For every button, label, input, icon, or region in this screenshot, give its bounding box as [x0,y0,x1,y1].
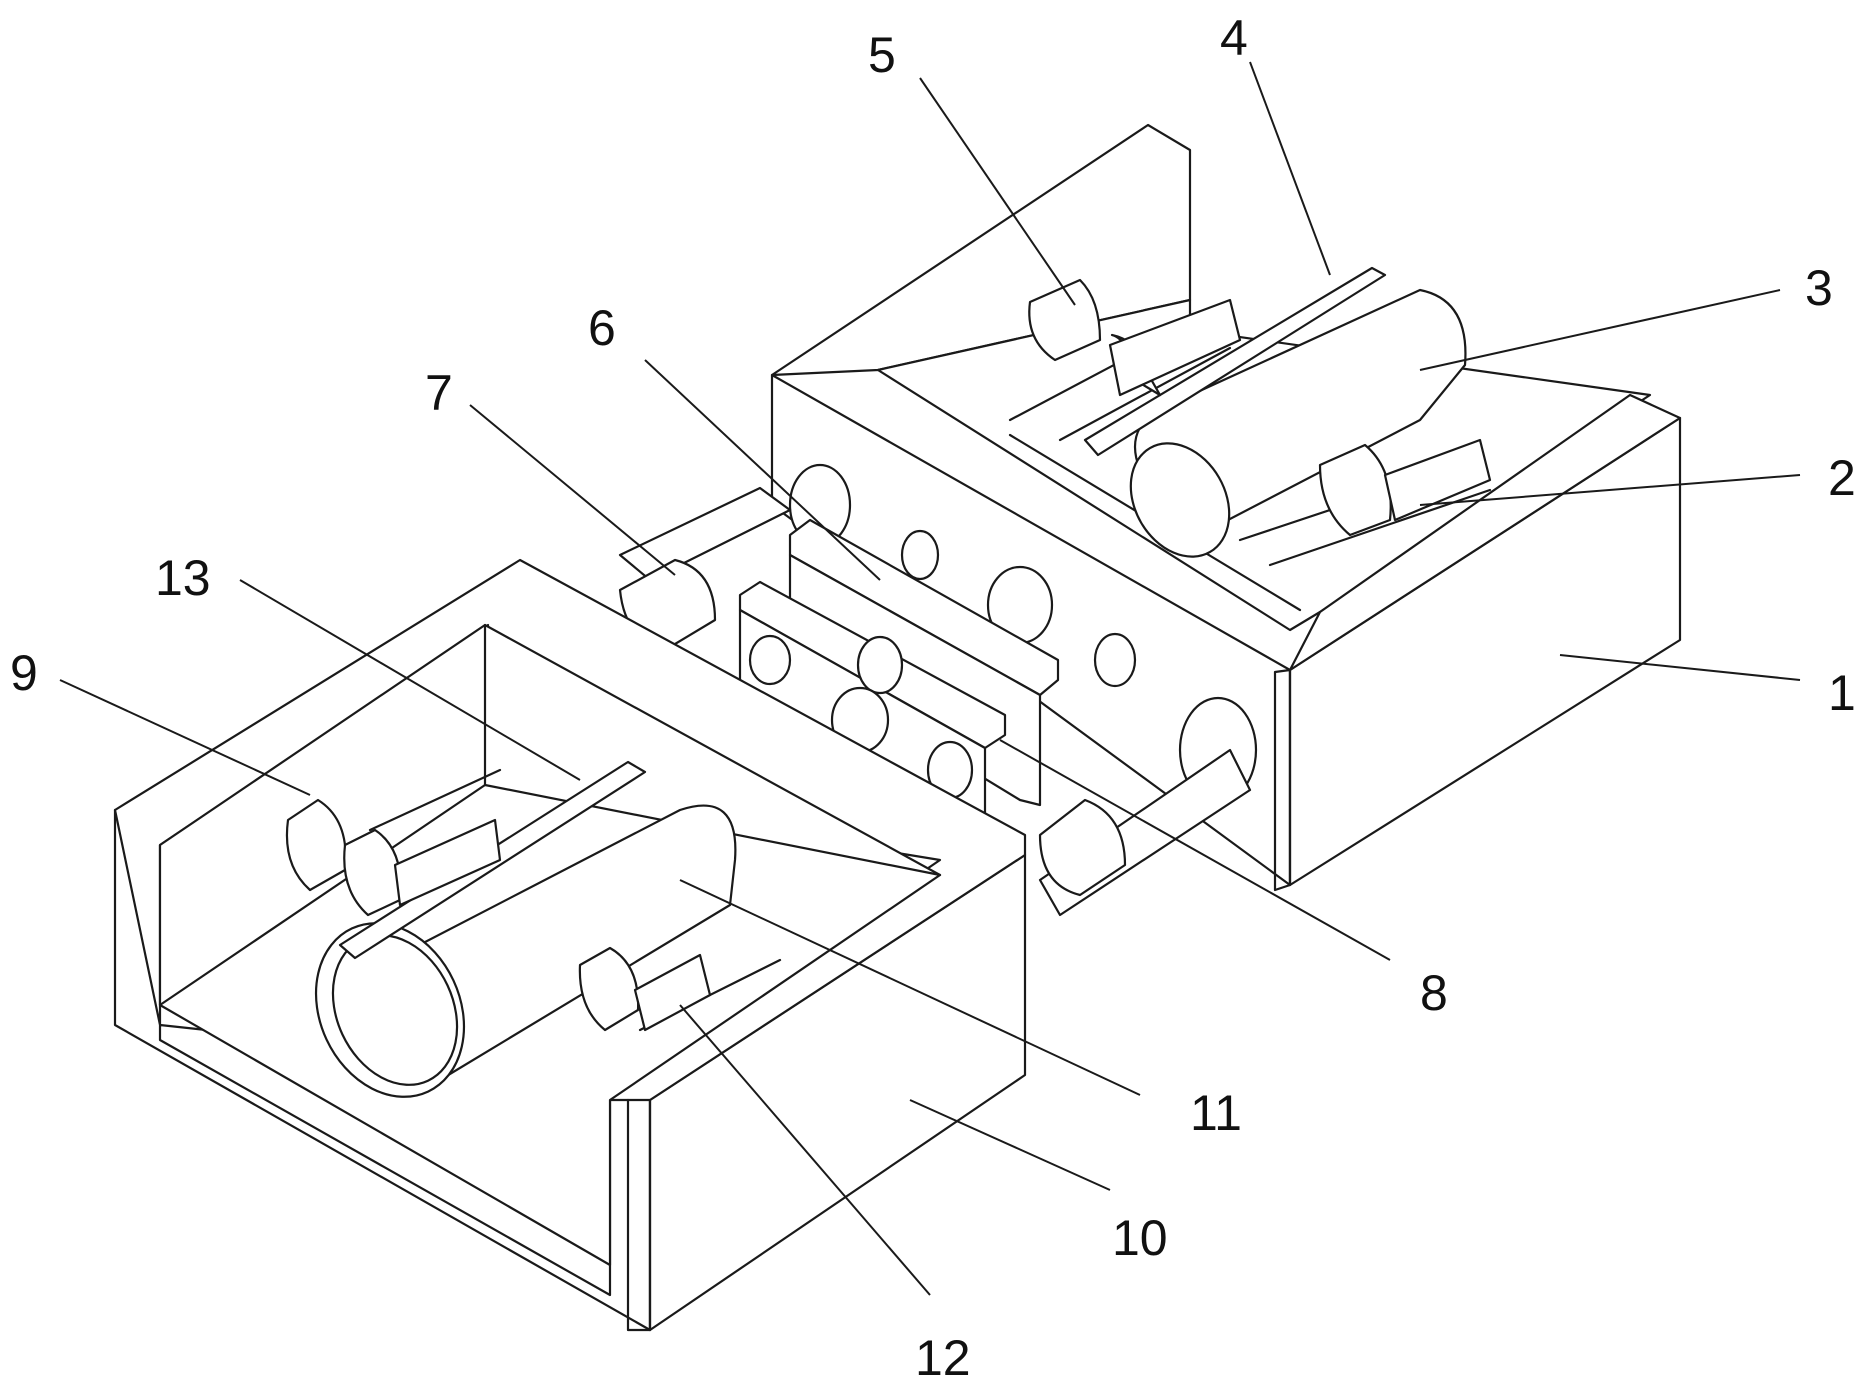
label-part-2: 2 [1828,450,1856,506]
label-part-10: 10 [1112,1210,1168,1266]
right-bolt [1028,278,1242,397]
label-part-1: 1 [1828,665,1856,721]
left-housing-block [113,558,1027,1332]
part-number-labels: 1 2 3 4 5 6 7 8 9 10 11 12 13 [10,10,1856,1386]
label-part-9: 9 [10,645,38,701]
label-part-12: 12 [915,1330,971,1386]
label-part-3: 3 [1805,260,1833,316]
plate-pin-hole [856,635,904,695]
right-guide-bar [1083,266,1387,457]
connecting-rod-upper [618,486,792,582]
right-housing-side-wall [1288,393,1682,672]
label-part-4: 4 [1220,10,1248,66]
left-rear-bolt [578,946,712,1032]
right-coupling-sleeve [1038,798,1127,897]
left-bolt [285,798,502,917]
label-part-7: 7 [425,365,453,421]
left-sleeve-cylinder [398,804,737,1082]
right-rear-bolt [1318,438,1492,537]
label-part-11: 11 [1190,1085,1242,1141]
label-part-13: 13 [155,550,211,606]
label-part-5: 5 [868,27,896,83]
label-part-8: 8 [1420,965,1448,1021]
label-part-6: 6 [588,300,616,356]
leader-lines [59,61,1801,1296]
